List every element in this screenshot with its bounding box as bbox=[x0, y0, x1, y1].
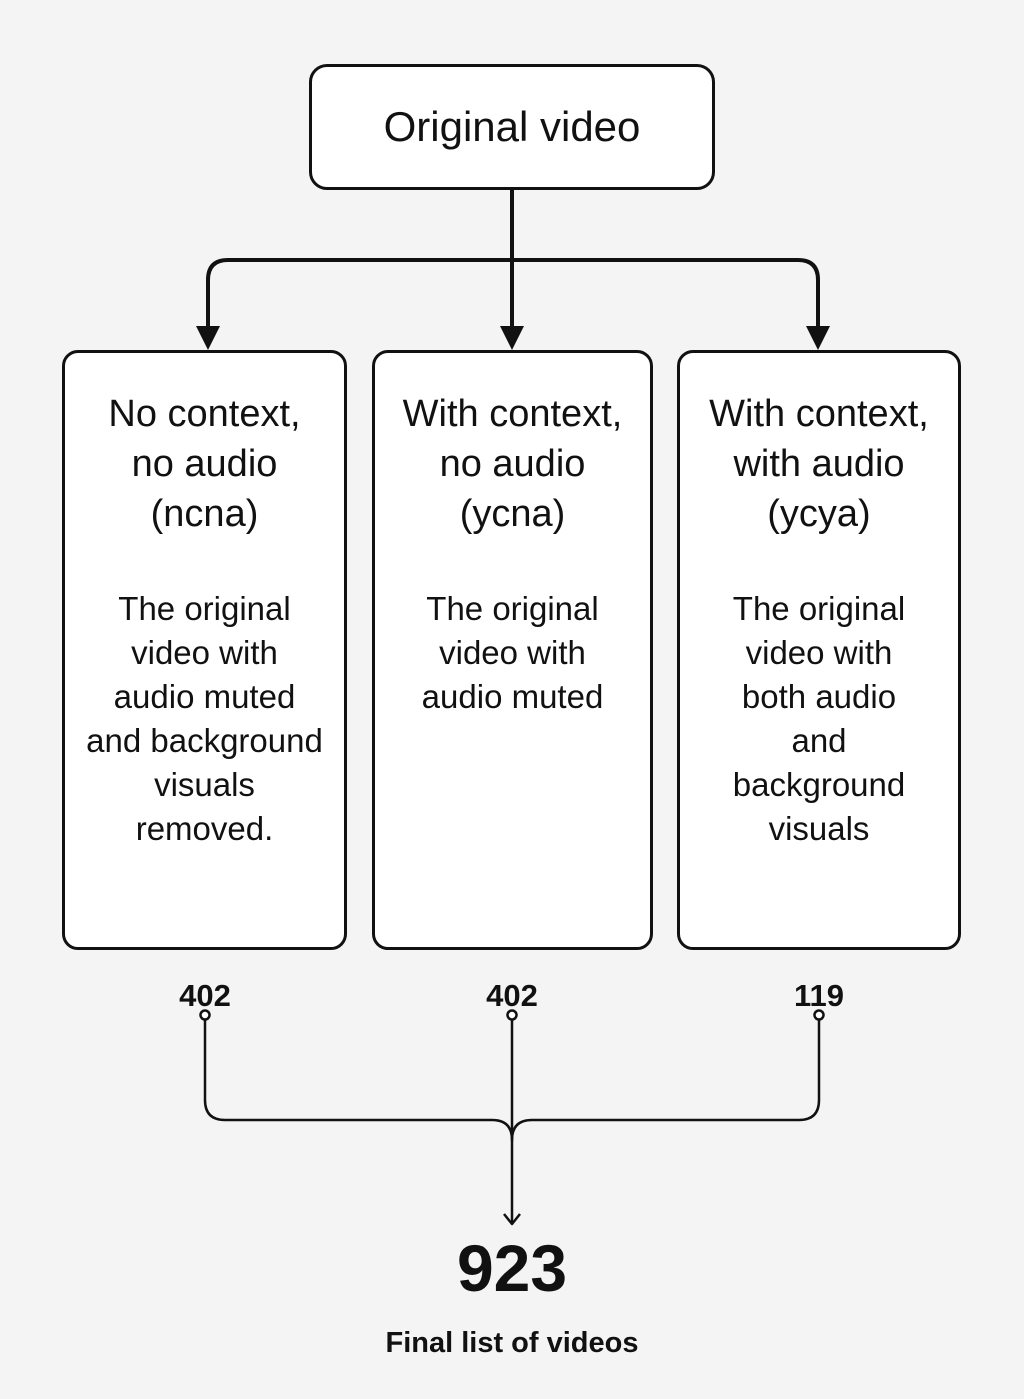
count-anchor-dots bbox=[199, 1009, 825, 1021]
total-count: 923 bbox=[456, 1231, 568, 1305]
root-node-label: Original video bbox=[383, 103, 641, 150]
arrowhead-branch-2 bbox=[500, 326, 524, 350]
branch-count-ycya: 119 bbox=[793, 978, 844, 1013]
branch-count-ncna: 402 bbox=[179, 978, 231, 1013]
branch-title: With context, with audio (ycya) bbox=[709, 393, 929, 535]
branch-count-ycna: 402 bbox=[486, 978, 538, 1013]
branch-description: The original video with audio muted bbox=[421, 590, 604, 715]
branch-description: The original video with audio muted and … bbox=[86, 590, 323, 847]
arrowhead-branch-3 bbox=[806, 326, 830, 350]
branch-description: The original video with both audio and b… bbox=[732, 590, 906, 847]
branch-node-ncna: No context, no audio (ncna) The original… bbox=[62, 350, 347, 950]
total-label: Final list of videos bbox=[385, 1327, 639, 1359]
branch-title: No context, no audio (ncna) bbox=[108, 393, 301, 535]
root-node-original-video: Original video bbox=[309, 64, 715, 190]
branch-title: With context, no audio (ycna) bbox=[402, 393, 623, 535]
split-arrowheads bbox=[196, 326, 830, 350]
arrowhead-branch-1 bbox=[196, 326, 220, 350]
branch-node-ycya: With context, with audio (ycya) The orig… bbox=[677, 350, 961, 950]
merge-connector bbox=[203, 1019, 821, 1226]
split-connector bbox=[206, 190, 820, 330]
branch-node-ycna: With context, no audio (ycna) The origin… bbox=[372, 350, 653, 950]
merge-arrowhead bbox=[503, 1213, 521, 1226]
